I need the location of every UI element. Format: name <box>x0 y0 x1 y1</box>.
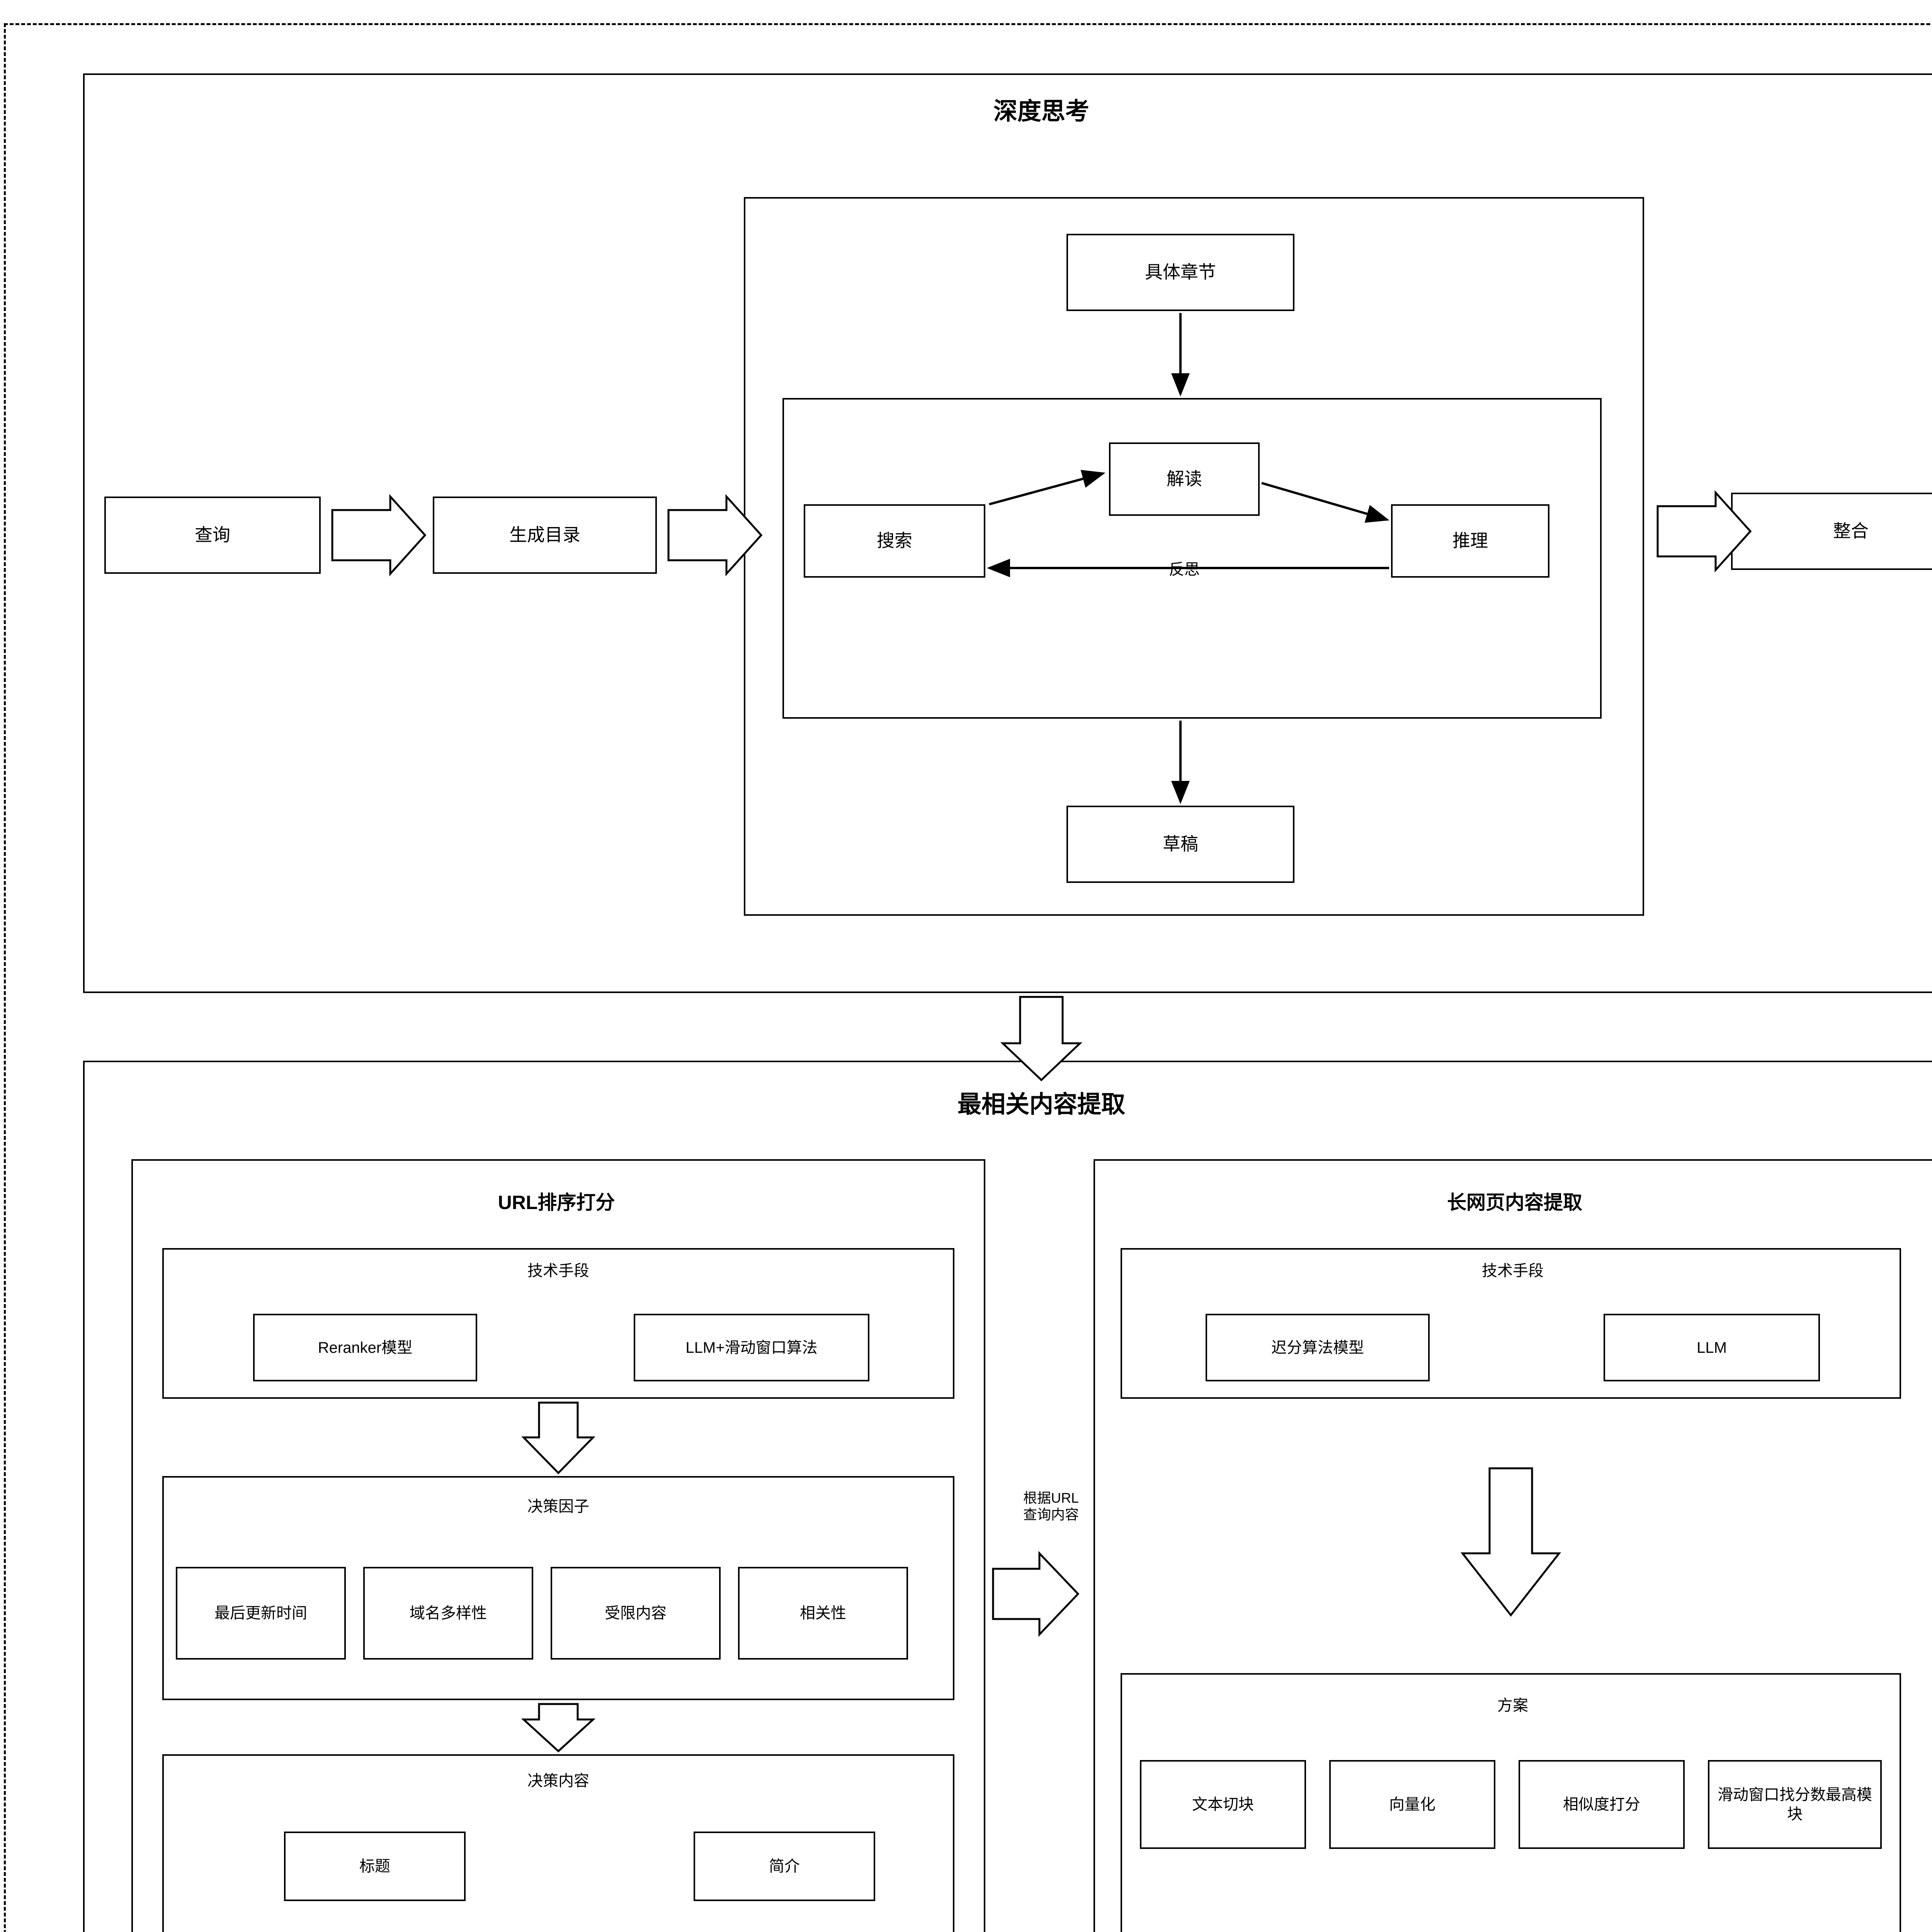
url-rank-content-item-1[interactable]: 简介 <box>694 1832 875 1901</box>
url-rank-tech-title: 技术手段 <box>527 1262 589 1279</box>
long-page-plan-title: 方案 <box>1497 1697 1528 1714</box>
label-reflect: 反思 <box>1169 561 1200 578</box>
long-page-plan-item-3[interactable]: 滑动窗口找分数最高模块 <box>1708 1760 1882 1849</box>
long-page-tech-item-1[interactable]: LLM <box>1604 1314 1820 1381</box>
long-page-plan-item-2[interactable]: 相似度打分 <box>1519 1760 1685 1849</box>
panel-extraction-title: 最相关内容提取 <box>957 1091 1125 1118</box>
url-rank-factor-item-3[interactable]: 相关性 <box>738 1567 908 1660</box>
url-rank-factor-item-0[interactable]: 最后更新时间 <box>176 1567 346 1660</box>
left-dashed-container <box>4 23 1932 1932</box>
url-rank-content-title: 决策内容 <box>527 1772 589 1789</box>
long-page-plan-item-0[interactable]: 文本切块 <box>1140 1760 1306 1849</box>
url-rank-tech-item-0[interactable]: Reranker模型 <box>253 1314 477 1381</box>
node-query[interactable]: 查询 <box>104 497 321 574</box>
panel-deep-thinking-title: 深度思考 <box>993 98 1089 125</box>
node-gen-toc[interactable]: 生成目录 <box>433 497 657 574</box>
node-draft[interactable]: 草稿 <box>1066 806 1294 883</box>
bridge-label: 根据URL 查询内容 <box>1023 1490 1079 1523</box>
node-interpret[interactable]: 解读 <box>1109 442 1260 516</box>
url-rank-tech-item-1[interactable]: LLM+滑动窗口算法 <box>634 1314 869 1381</box>
long-page-tech-item-0[interactable]: 迟分算法模型 <box>1206 1314 1430 1381</box>
group-long-page-title: 长网页内容提取 <box>1447 1192 1582 1213</box>
node-reason[interactable]: 推理 <box>1391 504 1549 578</box>
url-rank-factor-title: 决策因子 <box>527 1498 589 1515</box>
node-search[interactable]: 搜索 <box>804 504 985 578</box>
long-page-tech-title: 技术手段 <box>1482 1262 1544 1279</box>
url-rank-content-item-0[interactable]: 标题 <box>284 1832 466 1901</box>
node-chapter[interactable]: 具体章节 <box>1066 234 1294 311</box>
group-url-rank-title: URL排序打分 <box>498 1192 615 1213</box>
long-page-plan-item-1[interactable]: 向量化 <box>1329 1760 1495 1849</box>
node-integrate[interactable]: 整合 <box>1731 493 1932 570</box>
url-rank-factor-item-2[interactable]: 受限内容 <box>551 1567 721 1660</box>
url-rank-factor-item-1[interactable]: 域名多样性 <box>363 1567 533 1660</box>
